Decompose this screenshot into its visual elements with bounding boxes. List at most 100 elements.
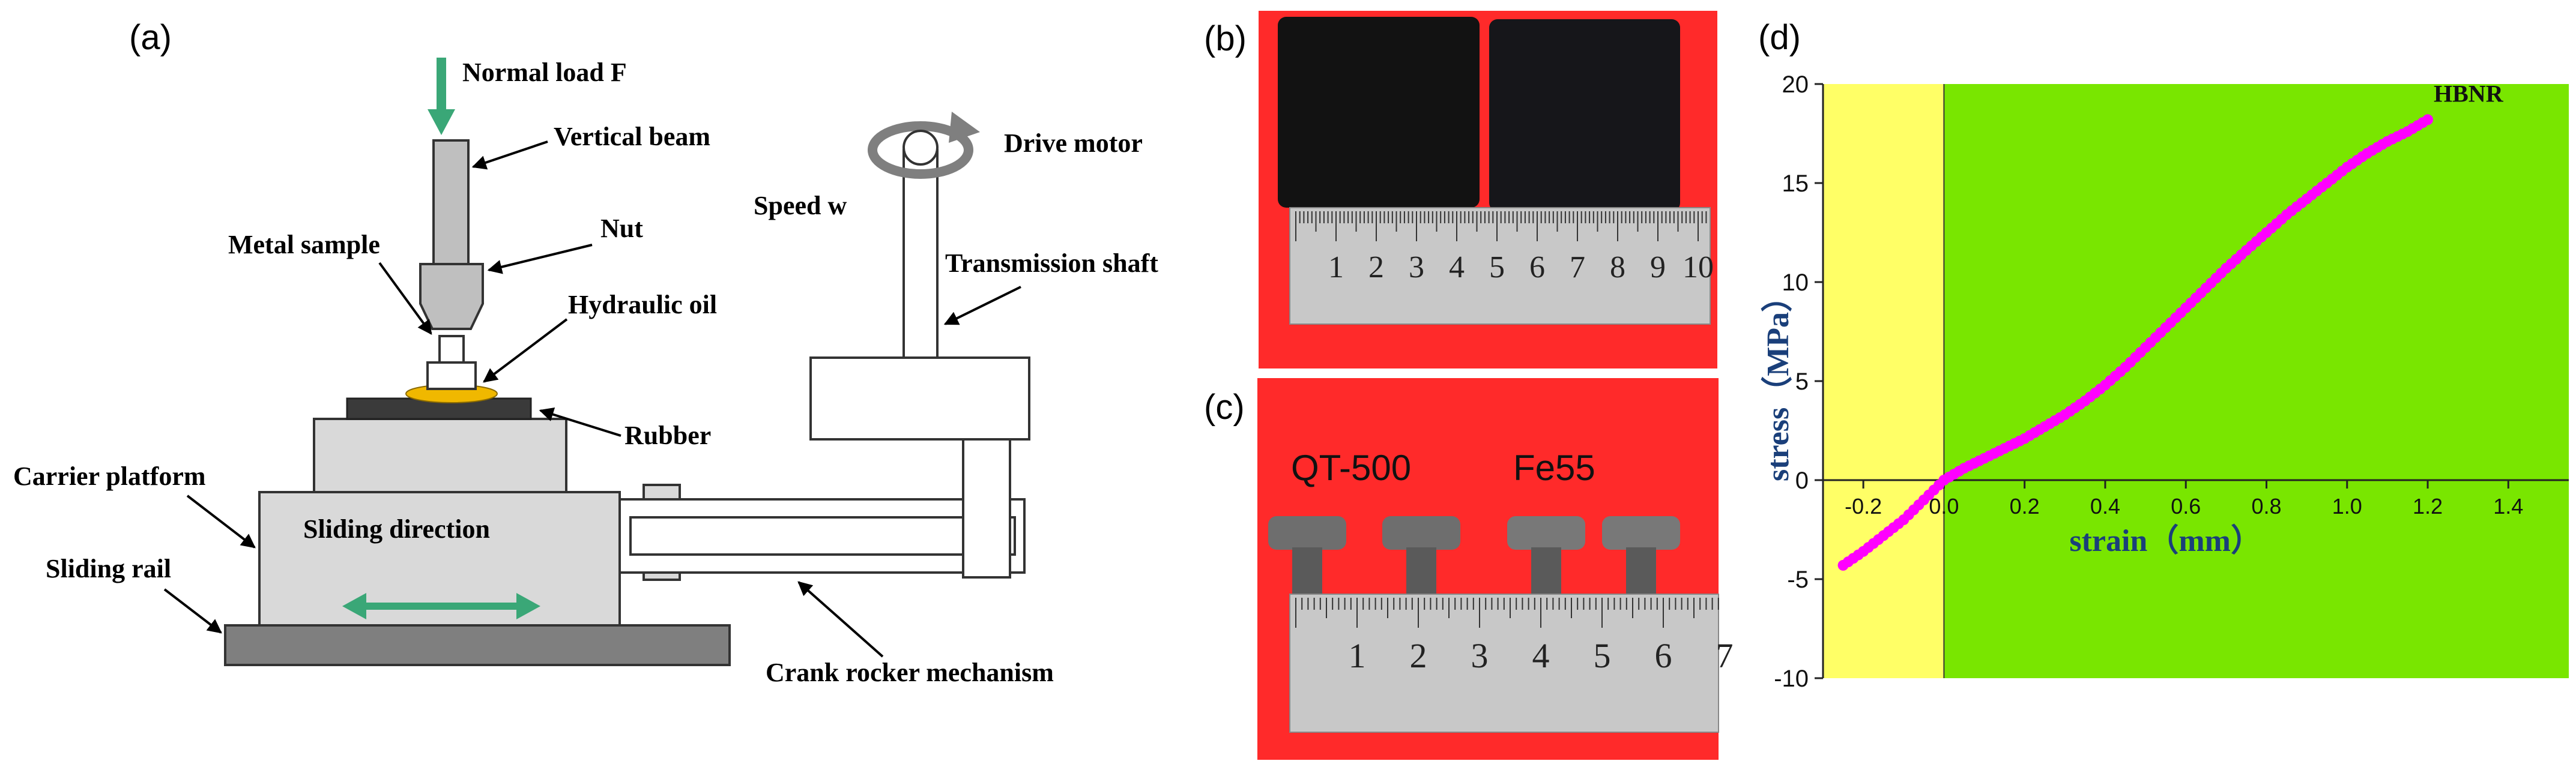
label-fe55: Fe55	[1513, 448, 1595, 488]
leader-crank-rocker	[797, 581, 884, 658]
label-nut: Nut	[600, 214, 643, 243]
sliding-rail	[224, 624, 731, 666]
x-tick-label: 1.2	[2413, 494, 2443, 519]
panel-d-chart: (d) -10 -5 0 5 10 15 20 -0.2 0.0 0.2 0.4 0.6 0.8 1.0 1…	[1758, 18, 2569, 692]
panel-a-letter: (a)	[129, 18, 172, 57]
leader-vertical-beam	[471, 140, 548, 170]
y-tick-label: -5	[1787, 567, 1809, 593]
panel-c-letter: (c)	[1204, 388, 1245, 427]
x-tick-label: 0.2	[2010, 494, 2040, 519]
x-axis-label: strain（mm）	[2069, 523, 2262, 558]
ruler-c-number: 2	[1410, 636, 1427, 675]
panel-d-letter: (d)	[1758, 18, 1801, 57]
chart-regions	[1823, 84, 2569, 678]
data-point	[2422, 114, 2434, 125]
label-sliding-direction: Sliding direction	[303, 514, 490, 544]
chart-region-2	[1944, 84, 2569, 678]
metal-sample	[426, 361, 477, 390]
pin-1-stem	[1292, 547, 1322, 603]
leader-sliding-rail	[163, 588, 222, 634]
x-tick-label: 0.0	[1929, 494, 1959, 519]
ruler-c-number: 3	[1471, 636, 1489, 675]
label-normal-load: Normal load F	[462, 58, 627, 87]
ruler-b-number: 7	[1570, 250, 1585, 284]
chart-axes: -10 -5 0 5 10 15 20 -0.2 0.0 0.2 0.4 0.6 0.8 1.0 1.2 1.…	[1774, 71, 2569, 692]
shaft-top	[903, 130, 939, 166]
pin-2-stem	[1406, 547, 1436, 603]
normal-load-arrow-head	[428, 109, 455, 135]
pin-2-head	[1382, 516, 1460, 550]
y-tick-label: 15	[1782, 170, 1809, 197]
x-tick-label: -0.2	[1845, 494, 1882, 519]
y-tick-label: 10	[1782, 269, 1809, 296]
rotation-arrow-ring	[868, 121, 973, 179]
ruler-b-number: 10	[1683, 250, 1714, 284]
panel-a-schematic: (a)	[13, 18, 1158, 687]
ruler-c-number: 6	[1655, 636, 1672, 675]
y-tick-label: 20	[1782, 71, 1809, 98]
ruler-c-number: 7	[1716, 636, 1734, 675]
label-rubber: Rubber	[624, 421, 711, 450]
pin-4-stem	[1626, 547, 1656, 603]
ruler-c-ticks	[1295, 598, 1719, 628]
pin-3-head	[1507, 516, 1585, 550]
rubber-sample-left	[1278, 17, 1480, 208]
chart-points	[1837, 114, 2434, 571]
label-transmission-shaft: Transmission shaft	[945, 248, 1158, 278]
ruler-b-number: 4	[1449, 250, 1465, 284]
leader-hydraulic-oil	[483, 318, 568, 383]
x-tick-label: 1.0	[2332, 494, 2362, 519]
metal-pins	[1268, 516, 1680, 603]
ruler-b-number: 6	[1529, 250, 1545, 284]
label-vertical-beam: Vertical beam	[554, 122, 710, 151]
nut	[419, 263, 484, 330]
ruler-b-ticks	[1295, 211, 1707, 241]
leader-transmission-shaft	[943, 286, 1021, 325]
label-carrier-platform: Carrier platform	[13, 462, 206, 491]
rubber-sample-right	[1489, 19, 1680, 211]
ruler-b-number: 1	[1328, 250, 1344, 284]
vertical-beam	[432, 139, 470, 265]
sliding-direction-arrow-right	[516, 593, 540, 619]
ruler-b-number: 5	[1489, 250, 1505, 284]
pin-4-head	[1602, 516, 1680, 550]
x-tick-label: 0.8	[2251, 494, 2281, 519]
y-tick-label: 0	[1795, 468, 1809, 494]
x-tick-label: 0.6	[2171, 494, 2201, 519]
ruler-b-number: 2	[1368, 250, 1384, 284]
y-tick-label: -10	[1774, 666, 1809, 692]
rotation-arrow-head	[949, 112, 980, 143]
ruler-b	[1289, 207, 1711, 325]
label-qt500: QT-500	[1291, 448, 1411, 488]
crank-rocker-bar-inner	[629, 516, 1016, 556]
leader-rubber	[539, 408, 621, 437]
x-tick-label: 1.4	[2493, 494, 2523, 519]
y-tick-label: 5	[1795, 368, 1809, 395]
sliding-direction-arrow-left	[342, 593, 366, 619]
upper-block	[313, 418, 567, 493]
ruler-b-number: 9	[1650, 250, 1666, 284]
label-sliding-rail: Sliding rail	[46, 554, 171, 583]
leader-carrier-platform	[186, 495, 256, 549]
chart-region-1	[1823, 84, 1944, 678]
pin-3-stem	[1531, 547, 1561, 603]
ruler-b-number: 8	[1610, 250, 1625, 284]
series-label: HBNR	[2434, 80, 2504, 107]
label-crank-rocker: Crank rocker mechanism	[766, 658, 1054, 687]
label-metal-sample: Metal sample	[228, 230, 380, 259]
x-tick-label: 0.4	[2090, 494, 2120, 519]
ruler-c-number: 4	[1532, 636, 1550, 675]
transmission-shaft	[903, 149, 939, 359]
label-drive-motor: Drive motor	[1004, 128, 1143, 158]
ruler-c-number: 1	[1349, 636, 1366, 675]
leader-metal-sample	[378, 262, 432, 335]
label-hydraulic-oil: Hydraulic oil	[568, 290, 717, 319]
leader-nut	[487, 244, 593, 274]
pin-1-head	[1268, 516, 1346, 550]
rocker-pin	[962, 438, 1011, 579]
